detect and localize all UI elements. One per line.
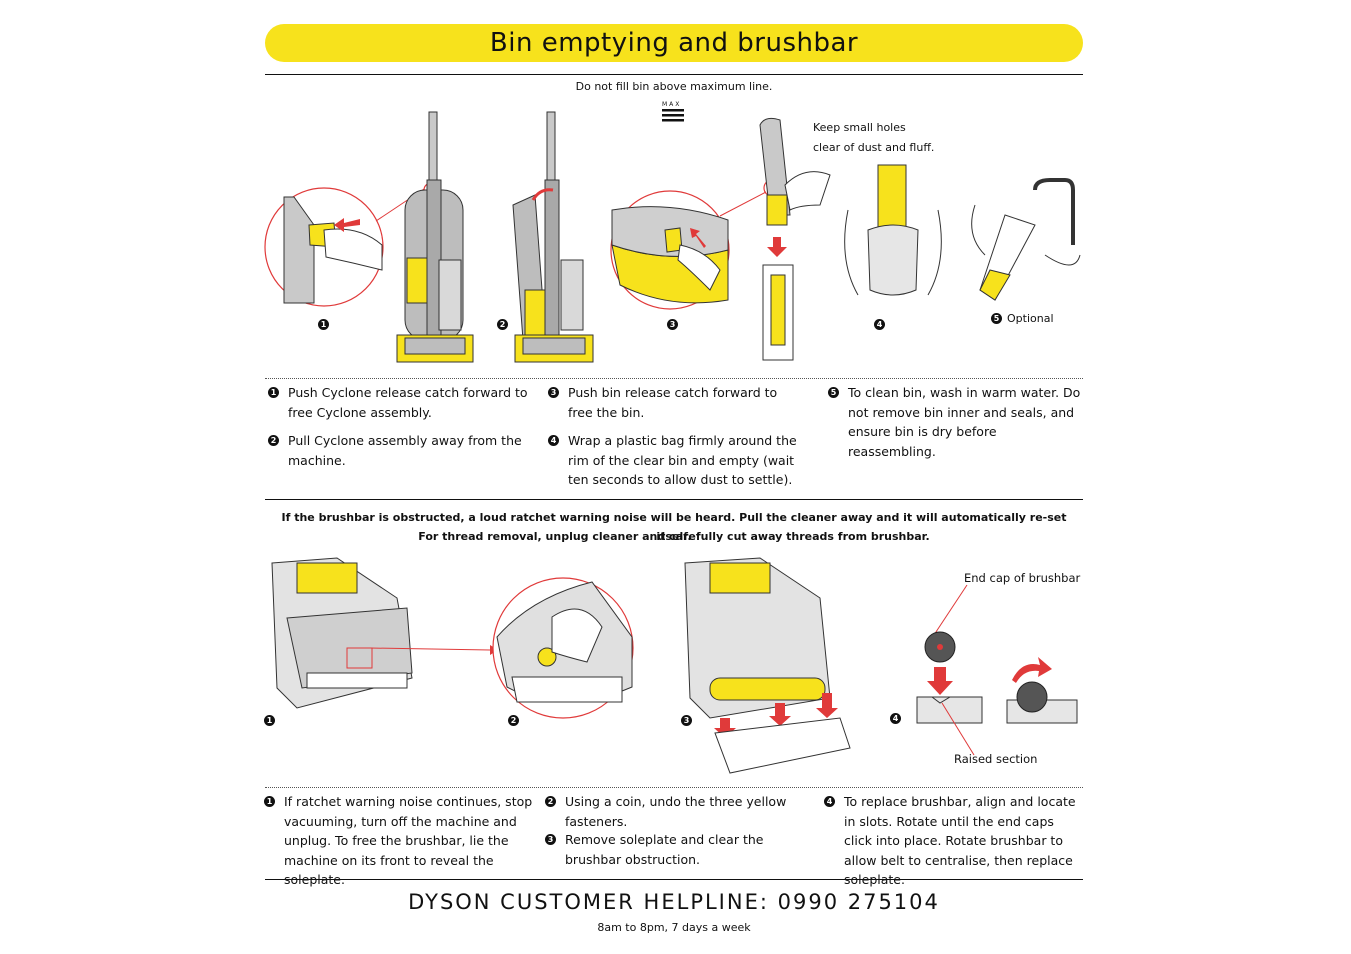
- vacuum-cyclone-removed-illustration: [512, 111, 594, 363]
- bag-empty-illustration: [844, 164, 942, 296]
- figure-number: 1: [264, 710, 275, 729]
- brushbar-step-4: 4 To replace brushbar, align and locate …: [824, 792, 1083, 890]
- zoom-pointer-icon: [369, 645, 498, 655]
- figure-number: 4: [890, 708, 901, 727]
- cyclone-catch-illustration: [264, 187, 384, 307]
- coin-fastener-illustration: [492, 577, 634, 719]
- dotted-divider: [265, 787, 1083, 788]
- brushbar-warning-2: For thread removal, unplug cleaner and c…: [418, 530, 930, 543]
- figure-number-optional: 5 Optional: [991, 312, 1054, 325]
- figure-number: 2: [508, 710, 519, 729]
- holes-note: Keep small holes clear of dust and fluff…: [813, 121, 935, 154]
- title-banner: Bin emptying and brushbar: [265, 24, 1083, 62]
- brushbar-warning-1: If the brushbar is obstructed, a loud ra…: [281, 511, 1067, 543]
- soleplate-removed-illustration: [684, 557, 851, 774]
- raised-section-label: Raised section: [954, 752, 1038, 766]
- divider: [265, 879, 1083, 880]
- brushbar-step-3: 3 Remove soleplate and clear the brushba…: [545, 830, 800, 869]
- figure-number: 2: [497, 314, 508, 333]
- vacuum-upright-illustration: [396, 111, 474, 363]
- bin-release-illustration: [610, 190, 730, 310]
- divider: [265, 74, 1083, 75]
- page-title: Bin emptying and brushbar: [489, 28, 859, 58]
- brushbar-step-1: 1 If ratchet warning noise continues, st…: [264, 792, 536, 890]
- figure-number: 3: [667, 314, 678, 333]
- figure-number: 1: [318, 314, 329, 333]
- max-label: MAX: [662, 101, 682, 108]
- max-line-icon: [662, 109, 684, 122]
- end-cap-label: End cap of brushbar: [964, 571, 1081, 585]
- helpline-hours: 8am to 8pm, 7 days a week: [597, 921, 751, 934]
- bin-step-2: 2 Pull Cyclone assembly away from the ma…: [268, 431, 528, 470]
- bin-step-3: 3 Push bin release catch forward to free…: [548, 383, 803, 422]
- brushbar-step-2: 2 Using a coin, undo the three yellow fa…: [545, 792, 800, 831]
- bin-step-1: 1 Push Cyclone release catch forward to …: [268, 383, 528, 422]
- machine-on-front-illustration: [271, 557, 413, 709]
- brushbar-endcap-illustration: [916, 584, 1078, 756]
- customer-helpline: DYSON CUSTOMER HELPLINE: 0990 275104: [408, 890, 940, 914]
- divider: [265, 499, 1083, 500]
- figure-number: 3: [681, 710, 692, 729]
- figure-number: 4: [874, 314, 885, 333]
- cyclone-bin-illustration: [759, 117, 831, 361]
- dotted-divider: [265, 378, 1083, 379]
- bin-wash-illustration: [971, 178, 1081, 301]
- max-note: Do not fill bin above maximum line.: [575, 80, 773, 93]
- bin-step-5: 5 To clean bin, wash in warm water. Do n…: [828, 383, 1083, 461]
- bin-step-4: 4 Wrap a plastic bag firmly around the r…: [548, 431, 803, 490]
